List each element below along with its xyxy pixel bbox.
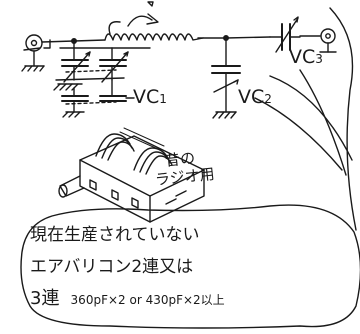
label-vc3: VC3 <box>289 46 323 68</box>
device-note: 昔の ラジオ用 <box>152 147 215 189</box>
input-connector-icon <box>21 34 45 72</box>
label-vc1: VC1 <box>133 86 167 108</box>
label-vc2-sub: 2 <box>264 92 272 106</box>
label-vc2: VC2 <box>238 86 272 108</box>
variable-capacitor-vc3-icon <box>269 16 301 53</box>
tap-wire <box>23 47 41 51</box>
callout-line3-lead: 3連 <box>30 288 60 309</box>
coil-inductor-icon <box>104 1 204 41</box>
variable-capacitor-vc1-icon <box>53 47 135 118</box>
pointer-lines <box>254 69 353 176</box>
label-vc1-sub: 1 <box>159 92 167 106</box>
callout-line2: エアバリコン2連又は <box>30 257 194 277</box>
callout-line1: 現在生産されていない <box>30 225 200 245</box>
tap-wire <box>43 39 51 49</box>
output-connector-icon <box>319 28 337 53</box>
label-vc1-text: VC <box>133 86 160 108</box>
callout-line3: 3連 360pF×2 or 430pF×2以上 <box>30 284 358 315</box>
label-vc2-text: VC <box>238 86 265 108</box>
callout-line3-spec: 360pF×2 or 430pF×2以上 <box>70 293 225 307</box>
border-stroke <box>329 7 357 231</box>
variable-capacitor-vc2-icon <box>211 37 241 119</box>
callout-text: 現在生産されていない エアバリコン2連又は 3連 360pF×2 or 430p… <box>30 220 358 315</box>
label-vc3-text: VC <box>289 46 316 68</box>
air-variable-capacitor-illustration-icon <box>58 127 205 223</box>
label-vc3-sub: 3 <box>315 52 323 66</box>
callout-bubble <box>20 204 360 329</box>
